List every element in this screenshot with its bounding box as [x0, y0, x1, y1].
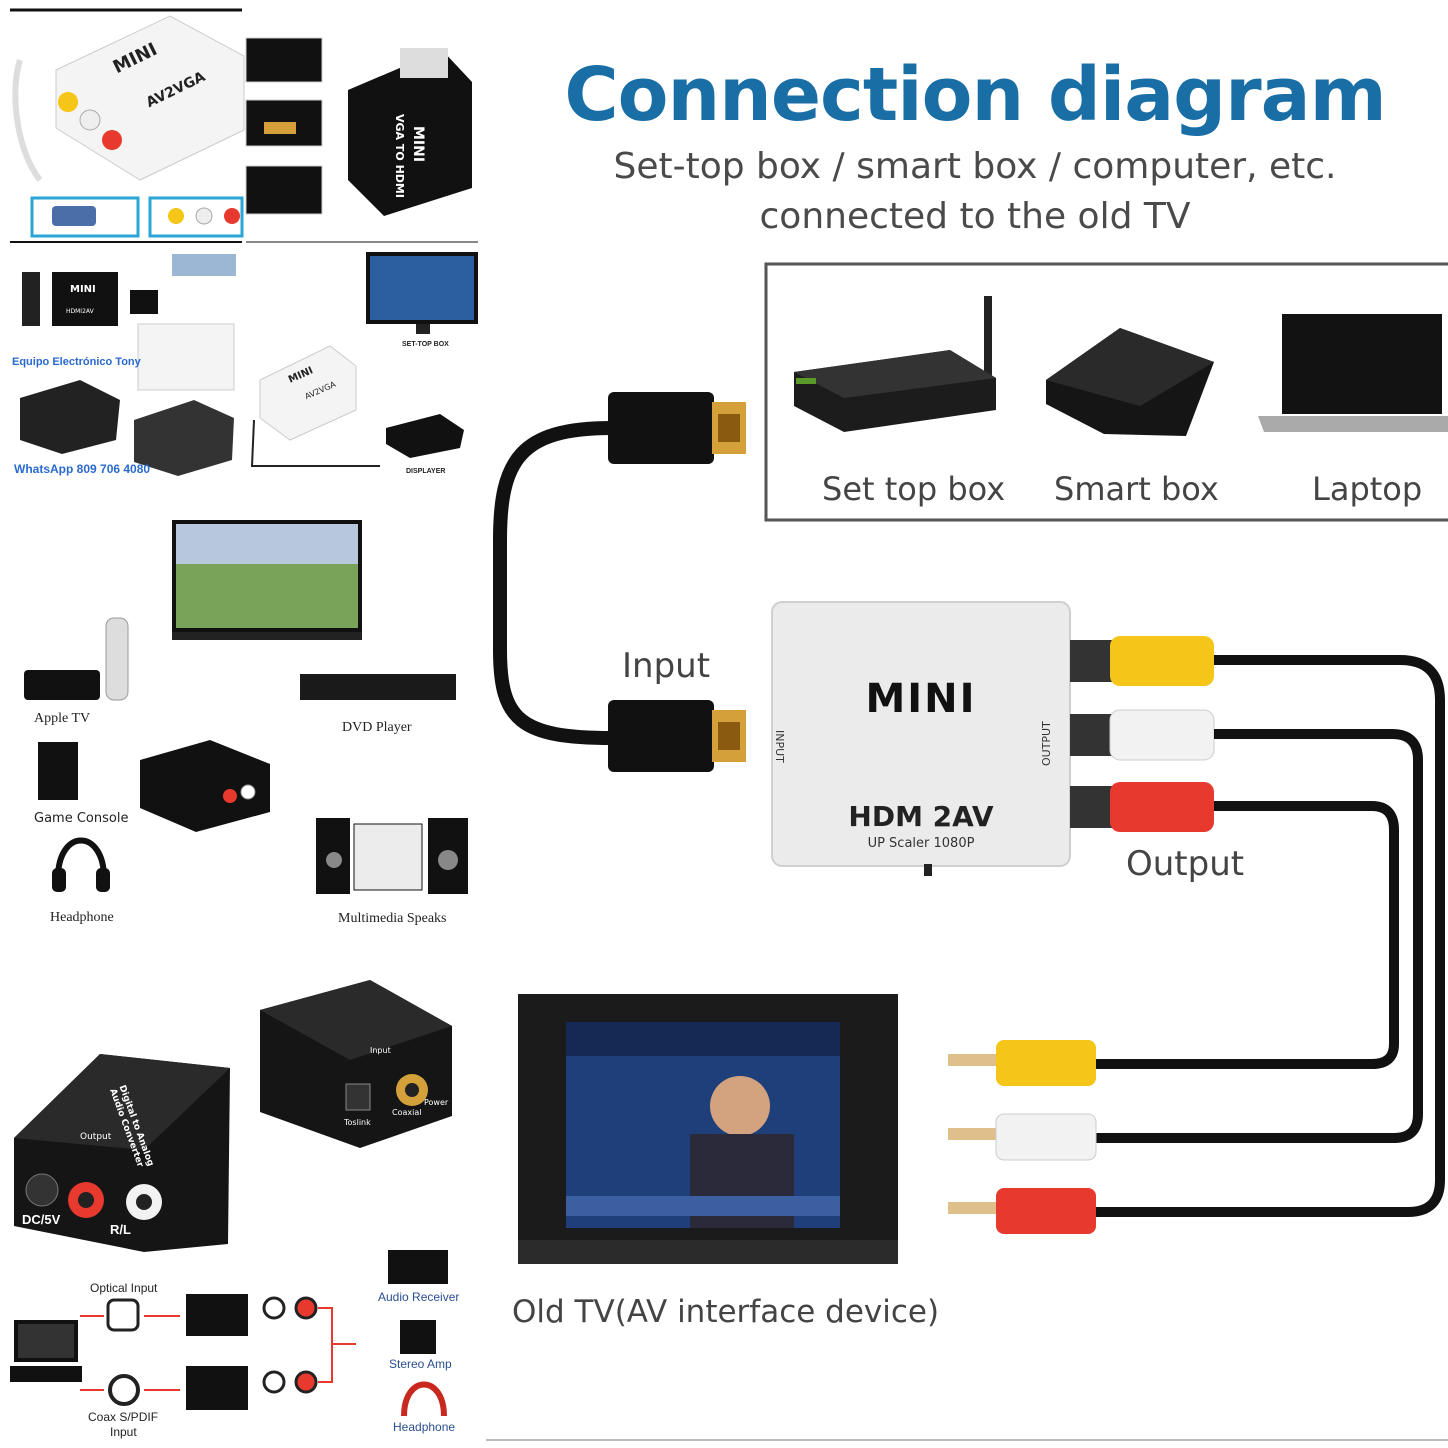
source-label-smart-box: Smart box: [1054, 470, 1219, 508]
box-brand: MINI: [70, 284, 96, 295]
diagram-title: Connection diagram: [564, 52, 1386, 138]
diagram-subtitle-line1: Set-top box / smart box / computer, etc.: [613, 146, 1337, 187]
device-dvd-player: DVD Player: [342, 720, 412, 735]
coax-input-line1: Coax S/PDIF: [88, 1410, 159, 1424]
hdmi-plug-bottom: [608, 700, 746, 772]
vga-hdmi-brand: MINI: [410, 126, 426, 163]
set-top-box-icon: [794, 296, 996, 432]
vga-port-inset: [30, 196, 140, 238]
cable-white: [1094, 729, 1423, 1143]
rca-plug-yellow: [1110, 636, 1214, 686]
source-frame: [764, 262, 1448, 522]
output-label: Output: [1126, 844, 1245, 884]
rca-jacks: [1070, 640, 1114, 828]
converter-front-image: [14, 1054, 230, 1252]
diagram-subtitle-line2: connected to the old TV: [759, 196, 1191, 237]
av2vga-connection-image: [250, 252, 478, 467]
vga-hdmi-model: VGA TO HDMI: [393, 114, 406, 198]
settop-label: SET-TOP BOX: [402, 341, 449, 348]
output-audio-receiver: Audio Receiver: [378, 1290, 460, 1304]
converter-dc-label: DC/5V: [22, 1212, 61, 1227]
device-headphone: Headphone: [50, 910, 114, 925]
input-label: Input: [622, 646, 711, 686]
converter-coaxial-label: Coaxial: [392, 1108, 422, 1117]
source-label-laptop: Laptop: [1312, 470, 1423, 508]
whatsapp-number: WhatsApp 809 706 4080: [14, 462, 151, 476]
tv-plug-white: [948, 1113, 1097, 1161]
hdmi-cable: [493, 421, 613, 745]
vga-to-hdmi-adapter-image: [245, 37, 472, 216]
cable-red: [1094, 801, 1399, 1069]
device-game-console: Game Console: [34, 811, 129, 826]
cable-yellow: [1094, 655, 1445, 1217]
box-model: HDMI2AV: [66, 308, 94, 315]
adapter-sub: UP Scaler 1080P: [867, 836, 975, 851]
adapter-model: HDM 2AV: [848, 800, 994, 833]
old-tv-icon: [518, 994, 898, 1264]
device-apple-tv: Apple TV: [34, 711, 91, 726]
converter-output-label: Output: [80, 1132, 112, 1142]
displayer-label: DISPLAYER: [406, 468, 446, 475]
optical-input-label: Optical Input: [90, 1281, 158, 1295]
flow-diagram-image: [10, 1250, 448, 1417]
converter-rl-label: R/L: [110, 1222, 131, 1237]
tv-label: Old TV(AV interface device): [512, 1294, 940, 1330]
converter-input-label: Input: [370, 1046, 391, 1055]
hdmi2av-product-image: [20, 254, 236, 476]
laptop-icon: [1258, 314, 1448, 432]
av2vga-adapter-image: [12, 15, 245, 182]
tv-plug-yellow: [948, 1040, 1096, 1086]
smart-box-icon: [1046, 328, 1214, 436]
adapter-brand: MINI: [865, 676, 977, 722]
coax-input-line2: Input: [110, 1425, 137, 1439]
converter-toslink-label: Toslink: [344, 1118, 371, 1127]
converter-power-label: Power: [424, 1098, 449, 1107]
device-multimedia-speaks: Multimedia Speaks: [338, 911, 447, 926]
output-stereo-amp: Stereo Amp: [389, 1357, 452, 1371]
converter-back-image: [260, 980, 452, 1148]
rca-plug-red: [1110, 782, 1214, 832]
audio-devices-image: [24, 520, 468, 894]
source-label-set-top-box: Set top box: [822, 470, 1006, 508]
hdmi-plug-top: [608, 392, 746, 464]
output-headphone: Headphone: [393, 1420, 456, 1434]
tv-plug-red: [948, 1188, 1096, 1234]
shop-name: Equipo Electrónico Tony: [12, 356, 141, 368]
